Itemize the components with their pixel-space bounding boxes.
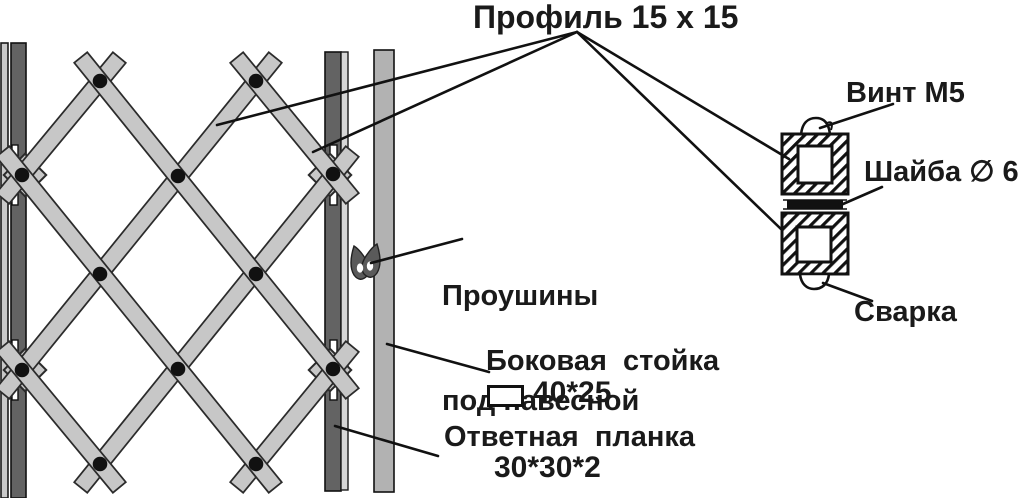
eyelets-callout-line1: Проушины — [442, 280, 599, 312]
eyelets-callout-line3: замок — [442, 489, 639, 498]
leader-lines — [215, 30, 895, 458]
fastener-detail — [780, 116, 850, 291]
screw-callout: Винт М5 — [846, 77, 965, 109]
leader-profile-lower-section — [575, 30, 784, 232]
side-post-size-label: 40*25 — [533, 376, 612, 409]
leader-profile-bar2 — [311, 30, 579, 154]
weld-bead — [798, 272, 831, 291]
leader-eyelets — [369, 237, 464, 265]
strike-plate-size-label: 30*30*2 — [494, 451, 601, 484]
lower-profile-section — [780, 211, 850, 276]
padlock-eyelets — [350, 242, 381, 280]
leader-screw — [818, 102, 895, 130]
eyelets-callout-line2: под навесной — [442, 385, 640, 417]
upper-profile-section — [780, 132, 850, 196]
left-strike-plate-post — [10, 42, 27, 498]
weld-callout: Сварка — [854, 296, 957, 328]
left-guide-strip — [0, 42, 9, 498]
leader-profile-upper-section — [575, 30, 791, 161]
lattice-bars — [0, 50, 361, 495]
eyelets-callout: Проушины под навесной замок — [442, 209, 639, 498]
title-profile-label: Профиль 15 х 15 — [473, 0, 739, 35]
leader-strike-plate — [333, 424, 440, 458]
leader-weld — [821, 281, 874, 303]
washer — [783, 199, 847, 210]
leader-side-post — [385, 342, 491, 374]
leader-profile-bar1 — [215, 30, 579, 127]
pivot-rivets — [14, 73, 341, 472]
washer-callout: Шайба ∅ 6 — [864, 156, 1019, 188]
strike-plate-callout: Ответная планка — [444, 421, 696, 453]
leader-washer — [841, 185, 884, 206]
profile-rect-symbol — [487, 385, 524, 407]
side-post-callout: Боковая стойка — [486, 345, 720, 377]
